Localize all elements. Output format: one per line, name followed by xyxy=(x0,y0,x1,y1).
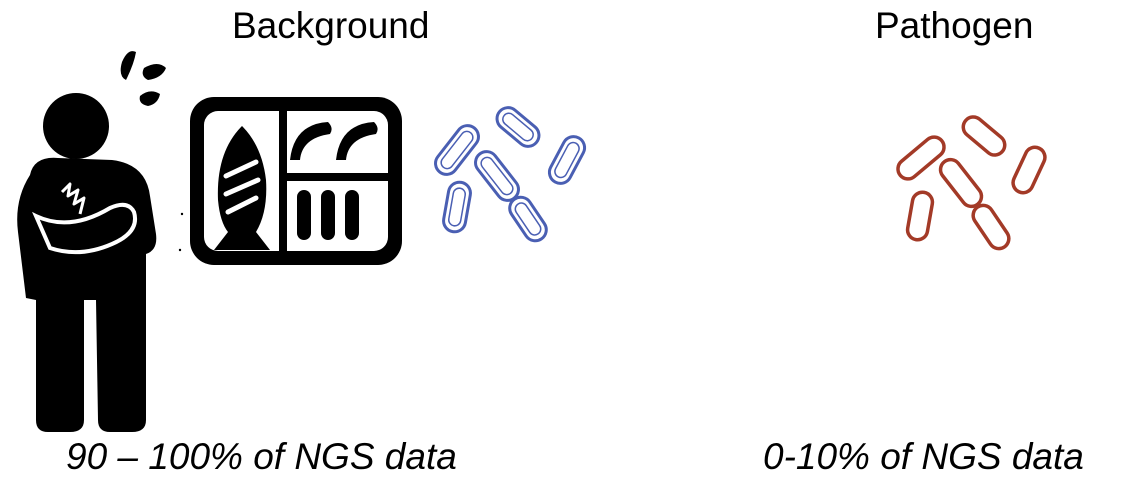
sweat-drop-icon xyxy=(139,91,160,106)
pathogen-caption: 0-10% of NGS data xyxy=(763,436,1084,477)
bacteria-icon xyxy=(896,115,1047,251)
sweat-drop-icon xyxy=(142,64,166,80)
sick-person-icon xyxy=(17,51,166,433)
sweat-drop-icon xyxy=(120,51,136,80)
pathogen-heading: Pathogen xyxy=(875,5,1034,46)
food-tray-icon xyxy=(190,97,402,265)
background-caption: 90 – 100% of NGS data xyxy=(66,436,457,477)
lightning-icon xyxy=(60,182,86,215)
bacteria-icon xyxy=(434,106,587,243)
background-heading: Background xyxy=(232,5,430,46)
